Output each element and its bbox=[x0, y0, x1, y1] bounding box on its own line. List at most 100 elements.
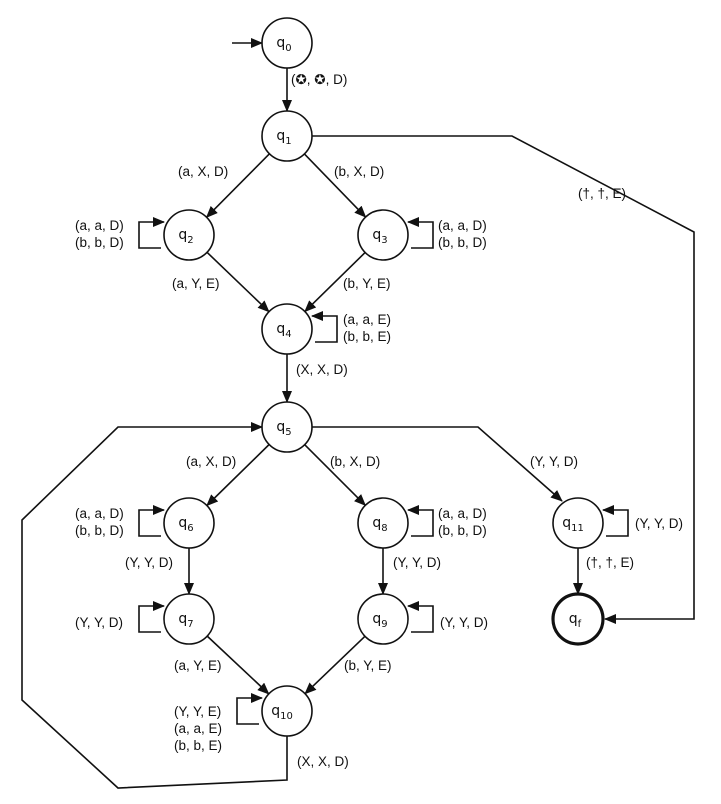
transition-label-q0-to-q1: (✪, ✪, D) bbox=[291, 72, 347, 87]
transition-arrow-q1-to-q3 bbox=[303, 153, 367, 218]
transition-label-q4-to-q5: (X, X, D) bbox=[296, 362, 348, 377]
transition-arrow-q7-to-q10 bbox=[206, 635, 270, 695]
transition-label-q7-to-q10: (a, Y, E) bbox=[174, 658, 222, 673]
transition-label-q2-to-q4: (a, Y, E) bbox=[172, 276, 220, 291]
transition-label-q4-to-q4: (a, a, E) bbox=[343, 312, 391, 327]
state-label-q0: q0 bbox=[276, 35, 291, 54]
transition-label-q5-to-q11: (Y, Y, D) bbox=[530, 454, 578, 469]
transition-label-q6-to-q6: (a, a, D) bbox=[75, 506, 124, 521]
state-base: q bbox=[276, 419, 285, 435]
transition-arrow-q10-to-q5 bbox=[21, 422, 288, 789]
state-base: q bbox=[178, 227, 187, 243]
transition-arrow-q7-to-q7 bbox=[138, 601, 165, 633]
transition-label-q5-to-q6: (a, X, D) bbox=[186, 454, 236, 469]
transition-label-q4-to-q4: (b, b, E) bbox=[343, 329, 391, 344]
transition-arrow-q5-to-q8 bbox=[304, 444, 367, 507]
transition-label-q10-to-q5: (X, X, D) bbox=[297, 754, 349, 769]
state-base: q bbox=[276, 35, 285, 51]
transition-arrow-q10-to-q10 bbox=[236, 693, 263, 725]
transition-arrow-q6-to-q6 bbox=[138, 505, 165, 537]
state-base: q bbox=[276, 128, 285, 144]
transition-label-q11-to-qf: (†, †, E) bbox=[586, 555, 634, 570]
transition-arrow-q1-to-q2 bbox=[205, 153, 270, 218]
transition-label-q5-to-q8: (b, X, D) bbox=[330, 454, 380, 469]
transition-label-q1-to-qf: (†, †, E) bbox=[578, 186, 626, 201]
transition-label-q6-to-q7: (Y, Y, D) bbox=[125, 555, 173, 570]
state-base: q bbox=[372, 227, 381, 243]
state-base: q bbox=[372, 515, 381, 531]
state-subscript: f bbox=[578, 619, 582, 630]
transition-arrow-q9-to-q9 bbox=[407, 601, 434, 633]
transition-arrow-q3-to-q4 bbox=[304, 251, 366, 313]
state-subscript: 1 bbox=[285, 136, 291, 147]
transition-label-q8-to-q9: (Y, Y, D) bbox=[393, 555, 441, 570]
state-base: q bbox=[562, 515, 571, 531]
state-subscript: 11 bbox=[571, 523, 584, 534]
state-base: q bbox=[372, 611, 381, 627]
transition-arrow-q11-to-q11 bbox=[602, 505, 629, 537]
transition-label-q2-to-q2: (b, b, D) bbox=[75, 235, 124, 250]
state-label-q6: q6 bbox=[178, 515, 193, 534]
state-subscript: 8 bbox=[381, 523, 387, 534]
transition-label-q2-to-q2: (a, a, D) bbox=[75, 218, 124, 233]
state-node-q7 bbox=[163, 593, 215, 645]
transition-label-q3-to-q3: (a, a, D) bbox=[438, 218, 487, 233]
state-label-q1: q1 bbox=[276, 128, 291, 147]
state-subscript: 6 bbox=[187, 523, 193, 534]
transition-label-q9-to-q10: (b, Y, E) bbox=[344, 658, 392, 673]
state-subscript: 4 bbox=[285, 329, 291, 340]
state-label-q2: q2 bbox=[178, 227, 193, 246]
state-node-qf bbox=[551, 592, 605, 646]
transition-label-q9-to-q9: (Y, Y, D) bbox=[440, 615, 488, 630]
state-node-q4 bbox=[261, 303, 313, 355]
state-base: q bbox=[178, 515, 187, 531]
transition-arrow-q2-to-q2 bbox=[138, 217, 165, 249]
state-node-q6 bbox=[163, 497, 215, 549]
transition-arrow-q9-to-q10 bbox=[304, 635, 366, 695]
transition-label-q11-to-q11: (Y, Y, D) bbox=[635, 516, 683, 531]
state-node-q10 bbox=[261, 685, 313, 737]
transition-label-q1-to-q2: (a, X, D) bbox=[178, 164, 228, 179]
state-node-q3 bbox=[357, 209, 409, 261]
state-node-q8 bbox=[357, 497, 409, 549]
transition-arrow-q8-to-q8 bbox=[407, 505, 434, 537]
state-label-q8: q8 bbox=[372, 515, 387, 534]
state-base: q bbox=[178, 611, 187, 627]
transition-arrow-q2-to-q4 bbox=[206, 251, 270, 313]
state-node-q1 bbox=[261, 110, 313, 162]
transition-label-q8-to-q8: (b, b, D) bbox=[438, 523, 487, 538]
state-node-q2 bbox=[163, 209, 215, 261]
state-subscript: 0 bbox=[285, 43, 291, 54]
transition-arrow-q1-to-qf bbox=[312, 135, 695, 624]
transition-label-q10-to-q10: (a, a, E) bbox=[174, 721, 222, 736]
transition-arrow-q5-to-q6 bbox=[206, 443, 270, 507]
state-subscript: 2 bbox=[187, 235, 193, 246]
state-label-q7: q7 bbox=[178, 611, 193, 630]
transition-label-q7-to-q7: (Y, Y, D) bbox=[75, 615, 123, 630]
state-base: q bbox=[276, 321, 285, 337]
state-label-qf: qf bbox=[569, 611, 582, 630]
state-label-q9: q9 bbox=[372, 611, 387, 630]
state-label-q10: q10 bbox=[271, 703, 293, 722]
state-subscript: 7 bbox=[187, 619, 193, 630]
transition-label-q3-to-q4: (b, Y, E) bbox=[343, 276, 391, 291]
state-node-q5 bbox=[261, 401, 313, 453]
state-subscript: 3 bbox=[381, 235, 387, 246]
transition-label-q6-to-q6: (b, b, D) bbox=[75, 523, 124, 538]
transition-arrow-q5-to-q11 bbox=[312, 426, 563, 502]
state-label-q3: q3 bbox=[372, 227, 387, 246]
state-subscript: 10 bbox=[280, 711, 293, 722]
state-subscript: 9 bbox=[381, 619, 387, 630]
transition-label-q8-to-q8: (a, a, D) bbox=[438, 506, 487, 521]
state-label-q5: q5 bbox=[276, 419, 291, 438]
state-node-q9 bbox=[357, 593, 409, 645]
edges-layer bbox=[21, 38, 695, 789]
state-subscript: 5 bbox=[285, 427, 291, 438]
state-node-q11 bbox=[552, 497, 604, 549]
transition-label-q10-to-q10: (Y, Y, E) bbox=[174, 704, 221, 719]
transition-label-q1-to-q3: (b, X, D) bbox=[334, 164, 384, 179]
labels-layer: (✪, ✪, D) (a, X, D) (b, X, D) (†, †, E) (a, … bbox=[75, 72, 683, 769]
state-label-q4: q4 bbox=[276, 321, 291, 340]
